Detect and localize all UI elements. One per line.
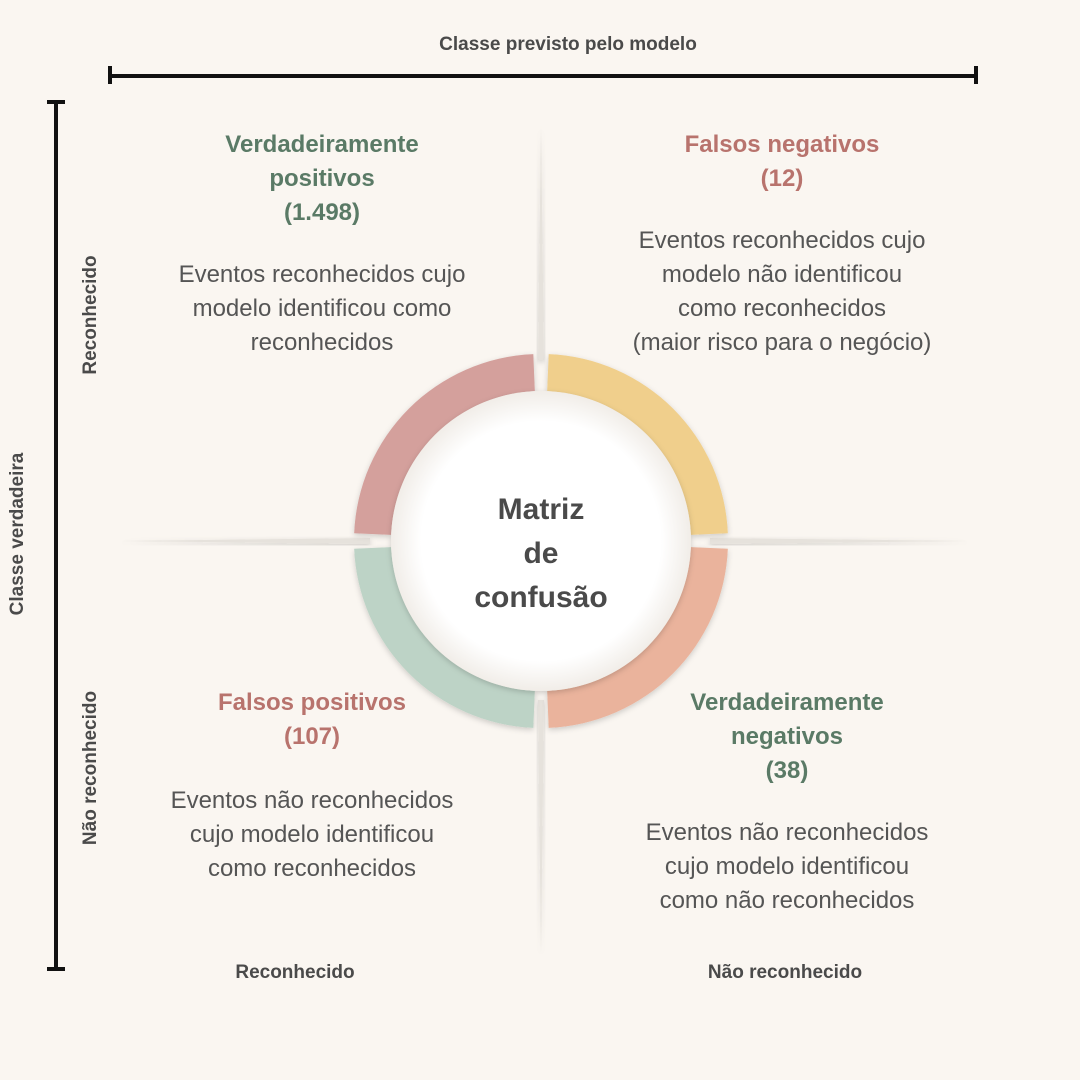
fp-count: (107) [283,723,341,750]
ring-segment-false-positives [354,547,535,728]
tn-title-line2: negativos [730,723,844,750]
center-title-line1: Matriz [497,493,585,526]
x-axis-title: Classe previsto pelo modelo [439,34,697,55]
y-axis-cap-top [47,100,65,104]
fp-desc-line: cujo modelo identificou [189,821,435,848]
divider-bottom [538,700,544,955]
fp-desc-line: Eventos não reconhecidos [170,787,454,814]
y-axis-cap-bottom [47,967,65,971]
quadrant-true-positives: Verdadeiramente positivos (1.498) Evento… [140,128,504,360]
ring-segment-true-positives [354,354,535,535]
fn-description: Eventos reconhecidos cujo modelo não ide… [590,224,974,360]
tp-title: Verdadeiramente positivos (1.498) [140,128,504,230]
col-label-right: Não reconhecido [707,962,863,983]
col-label-left: Reconhecido [235,962,355,983]
tn-title-line1: Verdadeiramente [690,689,884,716]
fp-description: Eventos não reconhecidos cujo modelo ide… [130,784,494,886]
tp-title-line2: positivos [269,165,375,192]
fn-desc-line: modelo não identificou [661,261,903,288]
y-axis-line [54,102,58,970]
quadrant-true-negatives: Verdadeiramente negativos (38) Eventos n… [605,686,969,918]
fn-title-line1: Falsos negativos [684,131,880,158]
tp-count: (1.498) [283,199,361,226]
divider-left [120,538,370,544]
tn-title: Verdadeiramente negativos (38) [605,686,969,788]
fn-desc-line: Eventos reconhecidos cujo [638,227,926,254]
fn-title: Falsos negativos (12) [590,128,974,196]
tn-desc-line: Eventos não reconhecidos [645,819,929,846]
center-title-line2: de [523,537,559,570]
x-axis-cap-right [974,66,978,84]
ring-segment-true-negatives [547,547,728,728]
divider-top [538,125,544,360]
fp-title-line1: Falsos positivos [217,689,407,716]
fn-desc-line: como reconhecidos [677,295,887,322]
tp-desc-line: Eventos reconhecidos cujo [178,261,466,288]
fn-count: (12) [760,165,804,192]
center-title-line3: confusão [474,581,608,614]
fn-desc-line: (maior risco para o negócio) [632,329,932,356]
center-disc [391,391,691,691]
row-label-bottom: Não reconhecido [80,690,101,846]
x-axis-cap-left [108,66,112,84]
tn-desc-line: como não reconhecidos [659,887,915,914]
tn-count: (38) [765,757,809,784]
divider-right [710,538,970,544]
tp-description: Eventos reconhecidos cujo modelo identif… [140,258,504,360]
quadrant-false-positives: Falsos positivos (107) Eventos não recon… [130,686,494,886]
quadrant-false-negatives: Falsos negativos (12) Eventos reconhecid… [590,128,974,360]
ring-segment-false-negatives [547,354,728,535]
x-axis-line [110,74,978,78]
tp-desc-line: modelo identificou como [192,295,452,322]
tn-description: Eventos não reconhecidos cujo modelo ide… [605,816,969,918]
center-title: Matriz de confusão [421,488,661,620]
y-axis-title: Classe verdadeira [7,452,28,616]
tp-desc-line: reconhecidos [250,329,394,356]
tp-title-line1: Verdadeiramente [225,131,419,158]
fp-title: Falsos positivos (107) [130,686,494,754]
fp-desc-line: como reconhecidos [207,855,417,882]
row-label-top: Reconhecido [80,255,101,375]
tn-desc-line: cujo modelo identificou [664,853,910,880]
